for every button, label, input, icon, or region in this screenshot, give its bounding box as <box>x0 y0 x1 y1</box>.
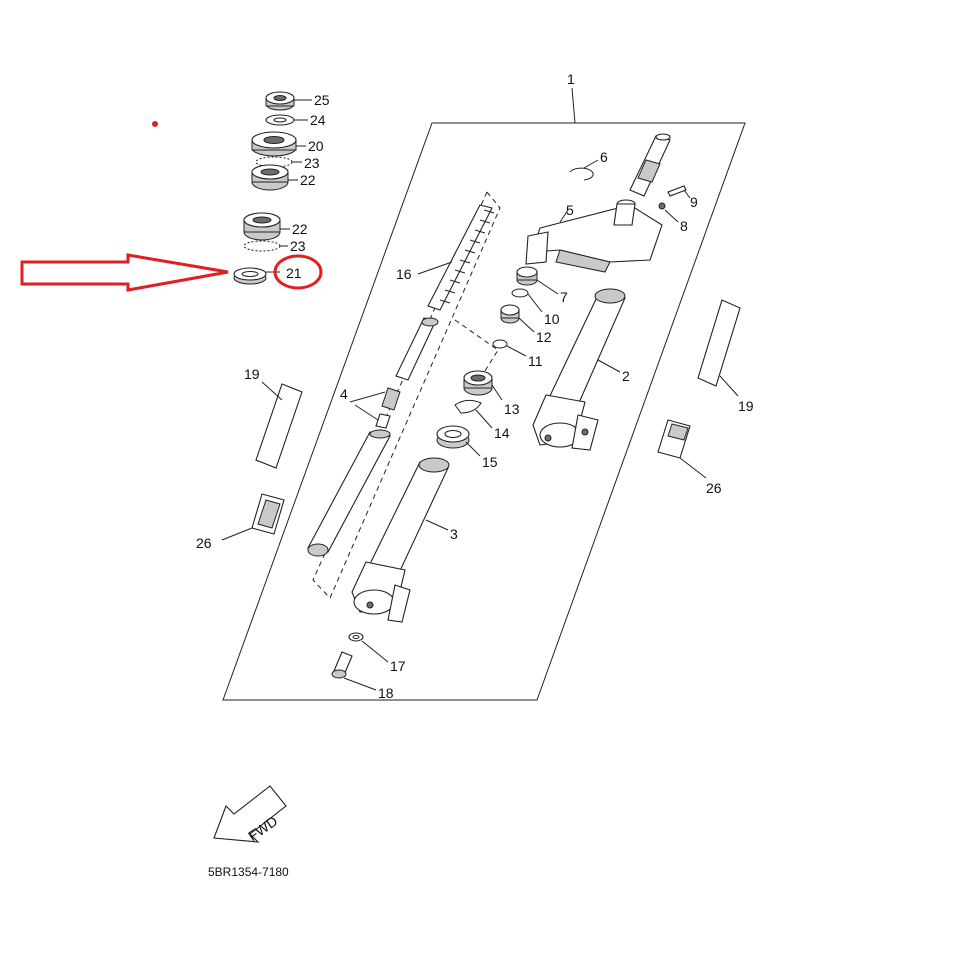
bolt-18 <box>331 651 353 679</box>
nut-8 <box>658 202 666 210</box>
outer-tube-3 <box>351 457 450 623</box>
callout-25: 25 <box>314 92 330 108</box>
callout-18: 18 <box>378 685 394 701</box>
red-dot-marker <box>152 121 158 127</box>
callout-16: 16 <box>396 266 412 282</box>
circlip-6 <box>569 167 594 181</box>
steering-stack <box>233 91 297 285</box>
callout-21: 21 <box>286 265 302 281</box>
highlight-circle <box>273 254 323 290</box>
callout-11: 11 <box>528 353 543 369</box>
callout-7: 7 <box>560 289 568 305</box>
callout-10: 10 <box>544 311 560 327</box>
callout-19-right: 19 <box>738 398 754 414</box>
callout-22-bottom: 22 <box>292 221 308 237</box>
reflector-right <box>657 419 691 459</box>
callout-19-left: 19 <box>244 366 260 382</box>
damper-parts <box>492 266 538 349</box>
callout-20: 20 <box>308 138 324 154</box>
callout-23-bottom: 23 <box>290 238 306 254</box>
callout-13: 13 <box>504 401 520 417</box>
fwd-arrow: FWD <box>213 785 287 844</box>
damper-rod <box>375 317 439 429</box>
callout-2: 2 <box>622 368 630 384</box>
spring-16 <box>427 204 495 311</box>
callout-4: 4 <box>340 386 348 402</box>
callout-6: 6 <box>600 149 608 165</box>
reflector-left <box>251 493 285 535</box>
callout-14: 14 <box>494 425 510 441</box>
highlight-arrow <box>20 253 229 292</box>
washer-17 <box>348 632 364 642</box>
seal-parts <box>436 370 493 449</box>
callout-12: 12 <box>536 329 552 345</box>
inner-tube-right <box>629 133 671 197</box>
callout-8: 8 <box>680 218 688 234</box>
callout-22-top: 22 <box>300 172 316 188</box>
bolt-9 <box>667 185 687 197</box>
callout-26-right: 26 <box>706 480 722 496</box>
callout-3: 3 <box>450 526 458 542</box>
callout-24: 24 <box>310 112 326 128</box>
callout-17: 17 <box>390 658 406 674</box>
label-sticker-right <box>697 299 741 387</box>
label-sticker-left <box>255 383 303 469</box>
bracket-5 <box>525 199 663 273</box>
callout-26-left: 26 <box>196 535 212 551</box>
diagram-code: 5BR1354-7180 <box>208 865 289 879</box>
callout-9: 9 <box>690 194 698 210</box>
callout-1: 1 <box>567 71 575 87</box>
outer-tube-2 <box>532 288 626 451</box>
callout-5: 5 <box>566 202 574 218</box>
callout-23-top: 23 <box>304 155 320 171</box>
inner-tube-left <box>307 429 391 557</box>
fork-assembly-frame <box>222 122 746 701</box>
callout-15: 15 <box>482 454 498 470</box>
